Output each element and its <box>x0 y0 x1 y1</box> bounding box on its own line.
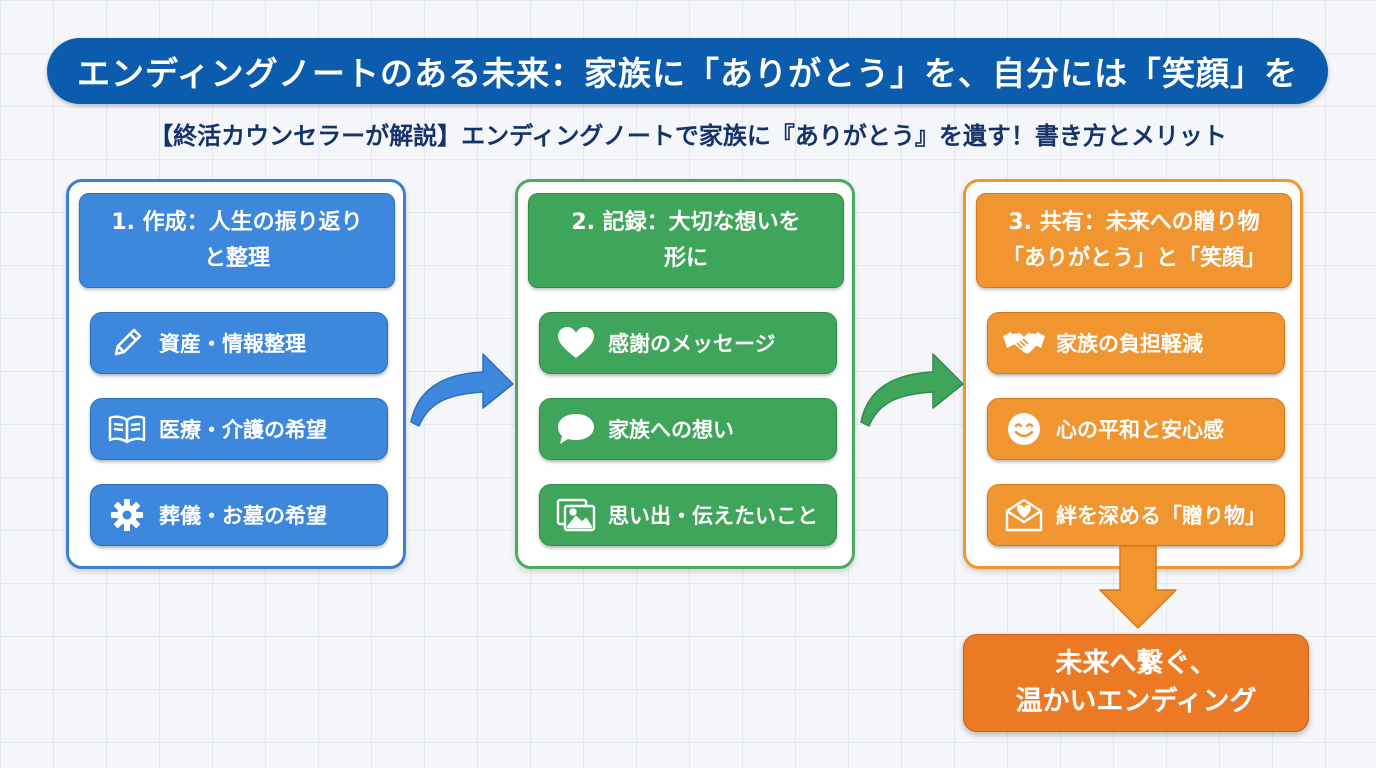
step-1-item-funeral-label: 葬儀・お墓の希望 <box>159 504 327 528</box>
step-2-item-memories-label: 思い出・伝えたいこと <box>608 504 818 528</box>
page-title: エンディングノートのある未来：家族に「ありがとう」を、自分には「笑顔」を <box>47 38 1328 104</box>
book-icon <box>105 411 149 447</box>
pencil-icon <box>105 325 149 361</box>
smile-icon <box>1002 411 1046 447</box>
step-3-item-peace-label: 心の平和と安心感 <box>1056 418 1224 442</box>
speech-bubble-icon <box>554 411 598 447</box>
photos-icon <box>554 497 598 533</box>
step-3-item-peace: 心の平和と安心感 <box>987 398 1285 460</box>
step-2-item-thanks-label: 感謝のメッセージ <box>608 332 776 356</box>
arrow-step1-to-step2 <box>410 353 514 427</box>
step-2-item-family: 家族への想い <box>539 398 837 460</box>
step-3-item-burden: 家族の負担軽減 <box>987 312 1285 374</box>
arrow-step2-to-step3 <box>860 353 964 427</box>
step-1-item-medical-label: 医療・介護の希望 <box>159 418 327 442</box>
step-1-item-assets: 資産・情報整理 <box>90 312 388 374</box>
step-2-panel: 2. 記録：大切な想いを 形に 感謝のメッセージ 家族への想い 思い出・伝えたい… <box>515 179 855 569</box>
step-3-header: 3. 共有：未来への贈り物 「ありがとう」と「笑顔」 <box>976 193 1292 288</box>
step-1-item-funeral: 葬儀・お墓の希望 <box>90 484 388 546</box>
step-3-panel: 3. 共有：未来への贈り物 「ありがとう」と「笑顔」 家族の負担軽減 心の平和と… <box>963 179 1303 569</box>
step-3-item-burden-label: 家族の負担軽減 <box>1056 332 1203 356</box>
step-1-item-medical: 医療・介護の希望 <box>90 398 388 460</box>
handshake-icon <box>1002 325 1046 361</box>
step-3-item-bond-label: 絆を深める「贈り物」 <box>1056 504 1266 528</box>
arrow-step3-to-result <box>1099 545 1177 629</box>
step-2-item-thanks: 感謝のメッセージ <box>539 312 837 374</box>
step-2-item-family-label: 家族への想い <box>608 418 734 442</box>
step-1-item-assets-label: 資産・情報整理 <box>159 332 306 356</box>
gear-icon <box>105 497 149 533</box>
step-1-panel: 1. 作成：人生の振り返り と整理 資産・情報整理 医療・介護の希望 葬儀・お墓… <box>66 179 406 569</box>
step-2-header: 2. 記録：大切な想いを 形に <box>528 193 844 288</box>
step-1-header: 1. 作成：人生の振り返り と整理 <box>79 193 395 288</box>
heart-icon <box>554 325 598 361</box>
step-3-item-bond: 絆を深める「贈り物」 <box>987 484 1285 546</box>
heart-envelope-icon <box>1002 497 1046 533</box>
page-subtitle: 【終活カウンセラーが解説】エンディングノートで家族に『ありがとう』を遺す！書き方… <box>149 122 1227 150</box>
result-box: 未来へ繋ぐ、 温かいエンディング <box>963 634 1309 732</box>
step-2-item-memories: 思い出・伝えたいこと <box>539 484 837 546</box>
